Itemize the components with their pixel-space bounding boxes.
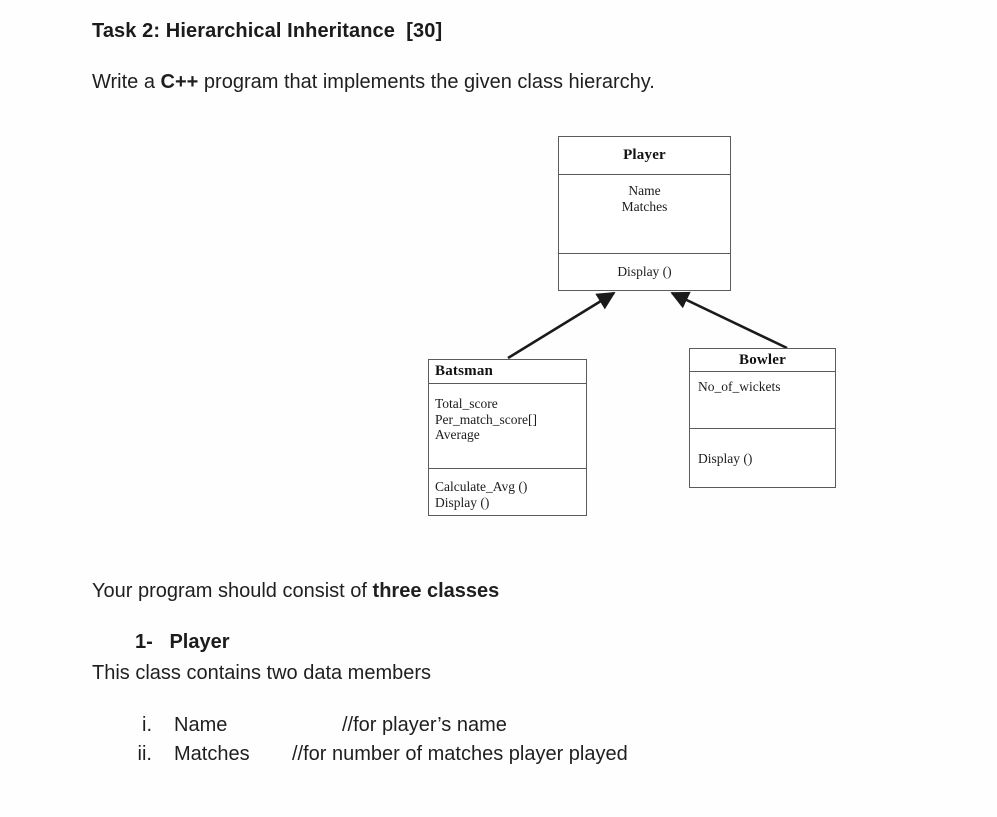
uml-attribute: Total_score — [435, 396, 498, 411]
uml-attribute: No_of_wickets — [698, 379, 781, 394]
uml-class-box-batsman: Batsman Total_score Per_match_score[] Av… — [428, 359, 587, 516]
intro-prefix: Write a — [92, 71, 161, 93]
uml-operations-section-batsman: Calculate_Avg () Display () — [429, 469, 586, 515]
uml-class-name-bowler: Bowler — [738, 351, 787, 368]
list-item-player-heading: 1- Player — [135, 631, 230, 653]
uml-class-name-section: Batsman — [429, 360, 586, 384]
intro-paragraph: Write a C++ program that implements the … — [92, 71, 655, 94]
three-classes-paragraph: Your program should consist of three cla… — [92, 580, 499, 603]
uml-class-box-bowler: Bowler No_of_wickets Display () — [689, 348, 836, 488]
uml-attributes-section-bowler: No_of_wickets — [690, 372, 835, 429]
list-marker: i. — [142, 714, 152, 736]
consist-prefix: Your program should consist of — [92, 580, 373, 602]
intro-suffix: program that implements the given class … — [198, 71, 655, 93]
intro-bold-cpp: C++ — [160, 71, 199, 93]
uml-attribute: Average — [435, 427, 480, 442]
uml-attribute: Name — [628, 183, 661, 198]
uml-class-name-section: Bowler — [690, 349, 835, 372]
list-item: i. Name //for player’s name — [110, 714, 507, 737]
page-title: Task 2: Hierarchical Inheritance [30] — [92, 20, 443, 42]
member-comment: //for player’s name — [342, 714, 507, 736]
uml-operation: Display () — [617, 264, 672, 280]
member-name: Matches — [174, 743, 250, 765]
uml-attributes-section-batsman: Total_score Per_match_score[] Average — [429, 384, 586, 469]
uml-class-box-player: Player Name Matches Display () — [558, 136, 731, 291]
uml-attribute: Matches — [621, 198, 668, 214]
uml-class-name-section: Player — [559, 137, 730, 175]
member-comment: //for number of matches player played — [292, 743, 628, 765]
uml-attribute: Per_match_score[] — [435, 411, 537, 427]
inheritance-arrow-bowler-to-player — [670, 291, 788, 350]
uml-operation: Calculate_Avg () — [435, 479, 528, 494]
list-marker: ii. — [137, 743, 152, 765]
uml-operations-section-player: Display () — [559, 254, 730, 290]
members-intro-paragraph: This class contains two data members — [92, 662, 432, 684]
consist-bold-three-classes: three classes — [372, 580, 500, 602]
uml-operations-section-bowler: Display () — [690, 429, 835, 487]
inheritance-arrow-batsman-to-player — [507, 291, 616, 360]
member-name: Name — [174, 714, 228, 736]
uml-class-name-player: Player — [623, 147, 666, 163]
uml-operation: Display () — [435, 494, 490, 510]
uml-attributes-section-player: Name Matches — [559, 175, 730, 254]
uml-operation: Display () — [698, 451, 753, 466]
uml-class-name-batsman: Batsman — [435, 363, 494, 379]
list-item: ii. Matches //for number of matches player… — [110, 743, 628, 766]
